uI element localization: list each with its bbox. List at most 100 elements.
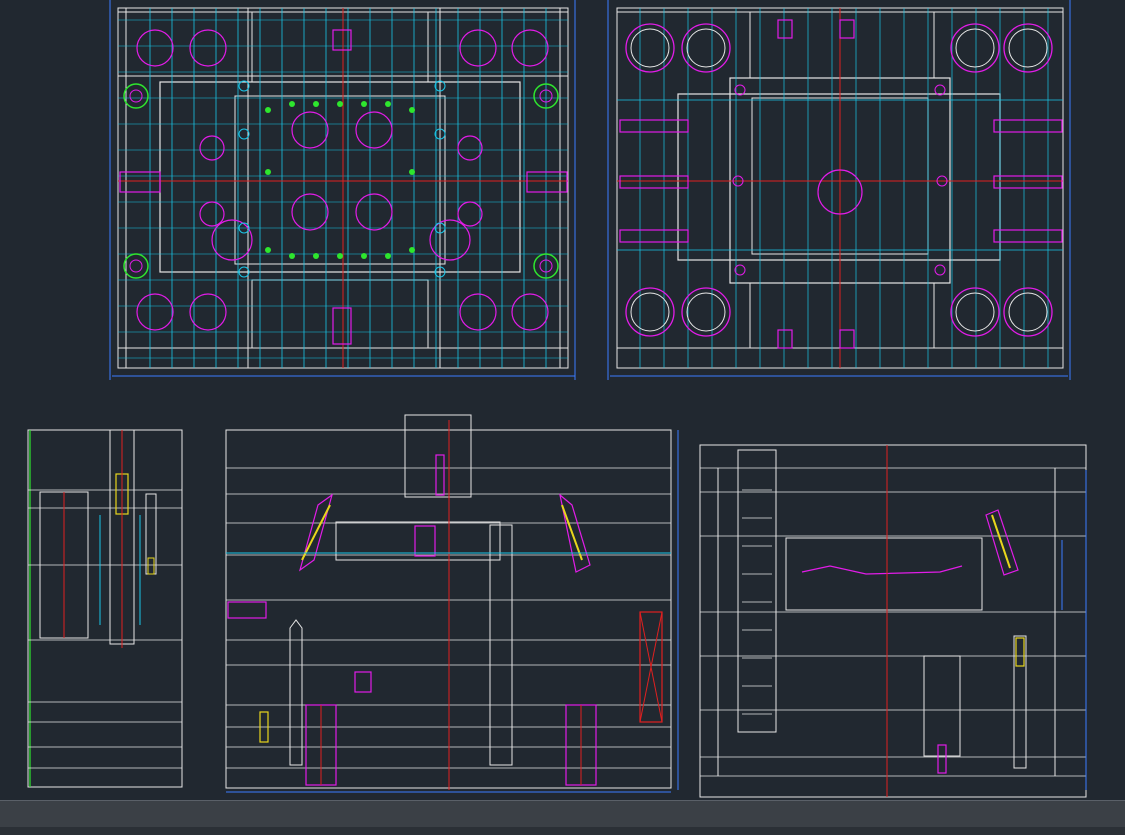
ejector-pin (265, 247, 271, 253)
return-pin-hole (1003, 287, 1053, 337)
status-bar (0, 800, 1125, 835)
section-view-side[interactable] (27, 429, 183, 788)
ejector-pin (409, 247, 415, 253)
cavity-block (335, 521, 501, 561)
ejector-pin (265, 107, 271, 113)
screw-hole (434, 80, 446, 92)
guide-pillar-hole (355, 111, 393, 149)
section-view-front[interactable] (225, 414, 679, 793)
support-block (923, 655, 961, 757)
lifter-rod-right (561, 504, 583, 561)
return-pin-bore (630, 28, 670, 68)
bolt-hole (734, 264, 746, 276)
plan-view-fixed-half[interactable] (109, 0, 576, 380)
angled-lifter (985, 509, 1019, 576)
guide-pillar (289, 619, 303, 766)
guide-pillar-hole (189, 293, 227, 331)
hot-runner-nozzle (839, 329, 855, 349)
guide-pillar-hole (459, 293, 497, 331)
return-pin-bore (955, 28, 995, 68)
leader-pin-boss (123, 83, 149, 109)
return-spring (259, 711, 269, 743)
ejector-pin (265, 169, 271, 175)
side-section-frame (27, 429, 183, 788)
slide-rail (993, 229, 1063, 243)
guide-pillar-hole (291, 111, 329, 149)
lifter-rod (991, 514, 1011, 569)
section-view-cross[interactable] (699, 444, 1087, 798)
slide-cylinder-right (526, 171, 568, 193)
leader-pin (129, 89, 143, 103)
slide-cylinder (227, 601, 267, 619)
screw-hole (238, 222, 250, 234)
angled-lifter-right (559, 493, 591, 573)
ejector-pin (361, 253, 367, 259)
slide-rail (993, 119, 1063, 133)
slide-cylinder-left (119, 171, 161, 193)
guide-pillar-hole (457, 201, 483, 227)
status-bar-strip (0, 827, 1125, 835)
guide-pillar-hole (511, 29, 549, 67)
bolt-hole (934, 84, 946, 96)
ejector-pin (361, 101, 367, 107)
screw-hole (238, 128, 250, 140)
ejector-pin-tip (147, 557, 155, 575)
core-block (785, 537, 983, 611)
knockout-rod (937, 744, 947, 774)
screw-hole (434, 266, 446, 278)
screw-hole (434, 128, 446, 140)
ejector-pin (337, 101, 343, 107)
ejector-guide-pin (1013, 635, 1027, 769)
return-pin-bore (630, 292, 670, 332)
guide-pillar-hole (511, 293, 549, 331)
screw-hole (434, 222, 446, 234)
screw-hole (238, 80, 250, 92)
bolt-hole (734, 84, 746, 96)
screw-hole (238, 266, 250, 278)
guide-pillar-hole (211, 219, 253, 261)
cavity-plate (159, 81, 521, 273)
guide-pillar-hole (459, 29, 497, 67)
return-pin-hole (625, 287, 675, 337)
upper-block (251, 11, 429, 83)
cross-section-frame (699, 444, 1087, 798)
slide-rail (619, 229, 689, 243)
hot-runner-upper (332, 29, 352, 51)
hot-runner-manifold (414, 525, 436, 557)
hot-runner-tip (435, 454, 445, 496)
return-pin-bore (686, 292, 726, 332)
bolt-hole (936, 175, 948, 187)
ejector-cylinder (354, 671, 372, 693)
leader-pin (539, 259, 553, 273)
ejector-pin (409, 169, 415, 175)
return-pin-bore (1008, 28, 1048, 68)
return-pin-hole (681, 287, 731, 337)
angled-lifter-left (298, 493, 334, 572)
plan-view-moving-half[interactable] (607, 0, 1071, 380)
slide-rail (619, 175, 689, 189)
bolt-hole (934, 264, 946, 276)
cavity-insert (234, 95, 446, 265)
guide-bushing-tall (737, 449, 777, 733)
return-pin-hole (950, 23, 1000, 73)
guide-pillar-hole (199, 135, 225, 161)
leader-pin-boss (533, 253, 559, 279)
hot-runner-nozzle (839, 19, 855, 39)
sprue-bushing (404, 414, 472, 498)
leader-pin-boss (123, 253, 149, 279)
slide-rail (993, 175, 1063, 189)
return-pin-bore (686, 28, 726, 68)
guide-pillar-hole (429, 219, 471, 261)
bolt-hole (732, 175, 744, 187)
lower-block (251, 279, 429, 349)
guide-pillar-hole (291, 193, 329, 231)
ejector-pin (385, 253, 391, 259)
guide-pillar-hole (189, 29, 227, 67)
return-pin-bore (1008, 292, 1048, 332)
slide-rail (619, 119, 689, 133)
hot-runner-nozzle (777, 19, 793, 39)
guide-pillar-hole (199, 201, 225, 227)
guide-pillar-hole (457, 135, 483, 161)
